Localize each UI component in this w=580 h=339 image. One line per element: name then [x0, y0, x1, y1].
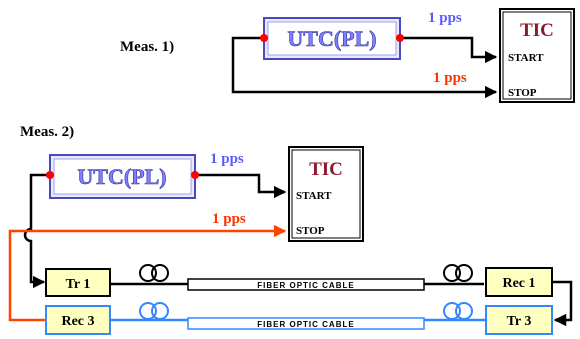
bottom-fiber-cable [187, 317, 425, 330]
rec1-label: Rec 1 [502, 276, 535, 291]
tr3-label: Tr 3 [507, 314, 532, 329]
top-link-coil-left-icon [139, 264, 169, 282]
meas2-tic-start: START [296, 190, 332, 202]
meas1-tic-start: START [508, 52, 544, 64]
meas1-tic-box [499, 8, 575, 103]
tr1-box [45, 268, 111, 297]
meas2-label: Meas. 2) [20, 124, 74, 140]
tr3-box [485, 305, 553, 335]
meas1-pps-red: 1 pps [433, 70, 467, 86]
bottom-fiber-cable-label: FIBER OPTIC CABLE [257, 320, 354, 329]
meas2-tic-box [288, 146, 364, 242]
meas1-tic-title: TIC [520, 20, 554, 41]
rec3-label: Rec 3 [61, 314, 94, 329]
meas1-tic-stop: STOP [508, 87, 537, 99]
bottom-link-coil-right-icon [443, 302, 473, 320]
meas1-pps-blue: 1 pps [428, 10, 462, 26]
meas2-pps-blue: 1 pps [210, 151, 244, 167]
meas2-tic-stop: STOP [296, 225, 325, 237]
top-link-coil-right-icon [443, 264, 473, 282]
meas2-section: Meas. 2) UTC(PL) 1 pps 1 pps TIC START S… [8, 124, 573, 335]
meas1-junction-right [396, 34, 404, 42]
meas1-utc-label: UTC(PL) [287, 26, 376, 51]
meas1-stop-wire [231, 36, 498, 99]
meas2-start-wire [195, 173, 287, 199]
rec1-box [485, 267, 553, 297]
bottom-link-coil-left-icon [139, 302, 169, 320]
meas2-utc-to-tr1-wire [23, 173, 50, 289]
rec3-box [45, 305, 111, 335]
meas1-section: Meas. 1) UTC(PL) 1 pps 1 pps TIC START S… [120, 8, 575, 103]
tr1-label: Tr 1 [66, 277, 91, 292]
meas2-utc-label: UTC(PL) [77, 164, 166, 189]
rec1-to-tr3-wire [552, 280, 573, 327]
meas2-pps-red: 1 pps [212, 211, 246, 227]
meas1-label: Meas. 1) [120, 39, 174, 55]
meas2-junction-left [46, 171, 54, 179]
meas2-red-return-wire [8, 224, 287, 322]
top-fiber-cable [187, 278, 425, 291]
meas1-start-wire [400, 36, 498, 64]
meas1-junction-left [260, 34, 268, 42]
meas2-tic-title: TIC [309, 159, 343, 180]
meas2-junction-right [191, 171, 199, 179]
top-fiber-cable-label: FIBER OPTIC CABLE [257, 281, 354, 290]
